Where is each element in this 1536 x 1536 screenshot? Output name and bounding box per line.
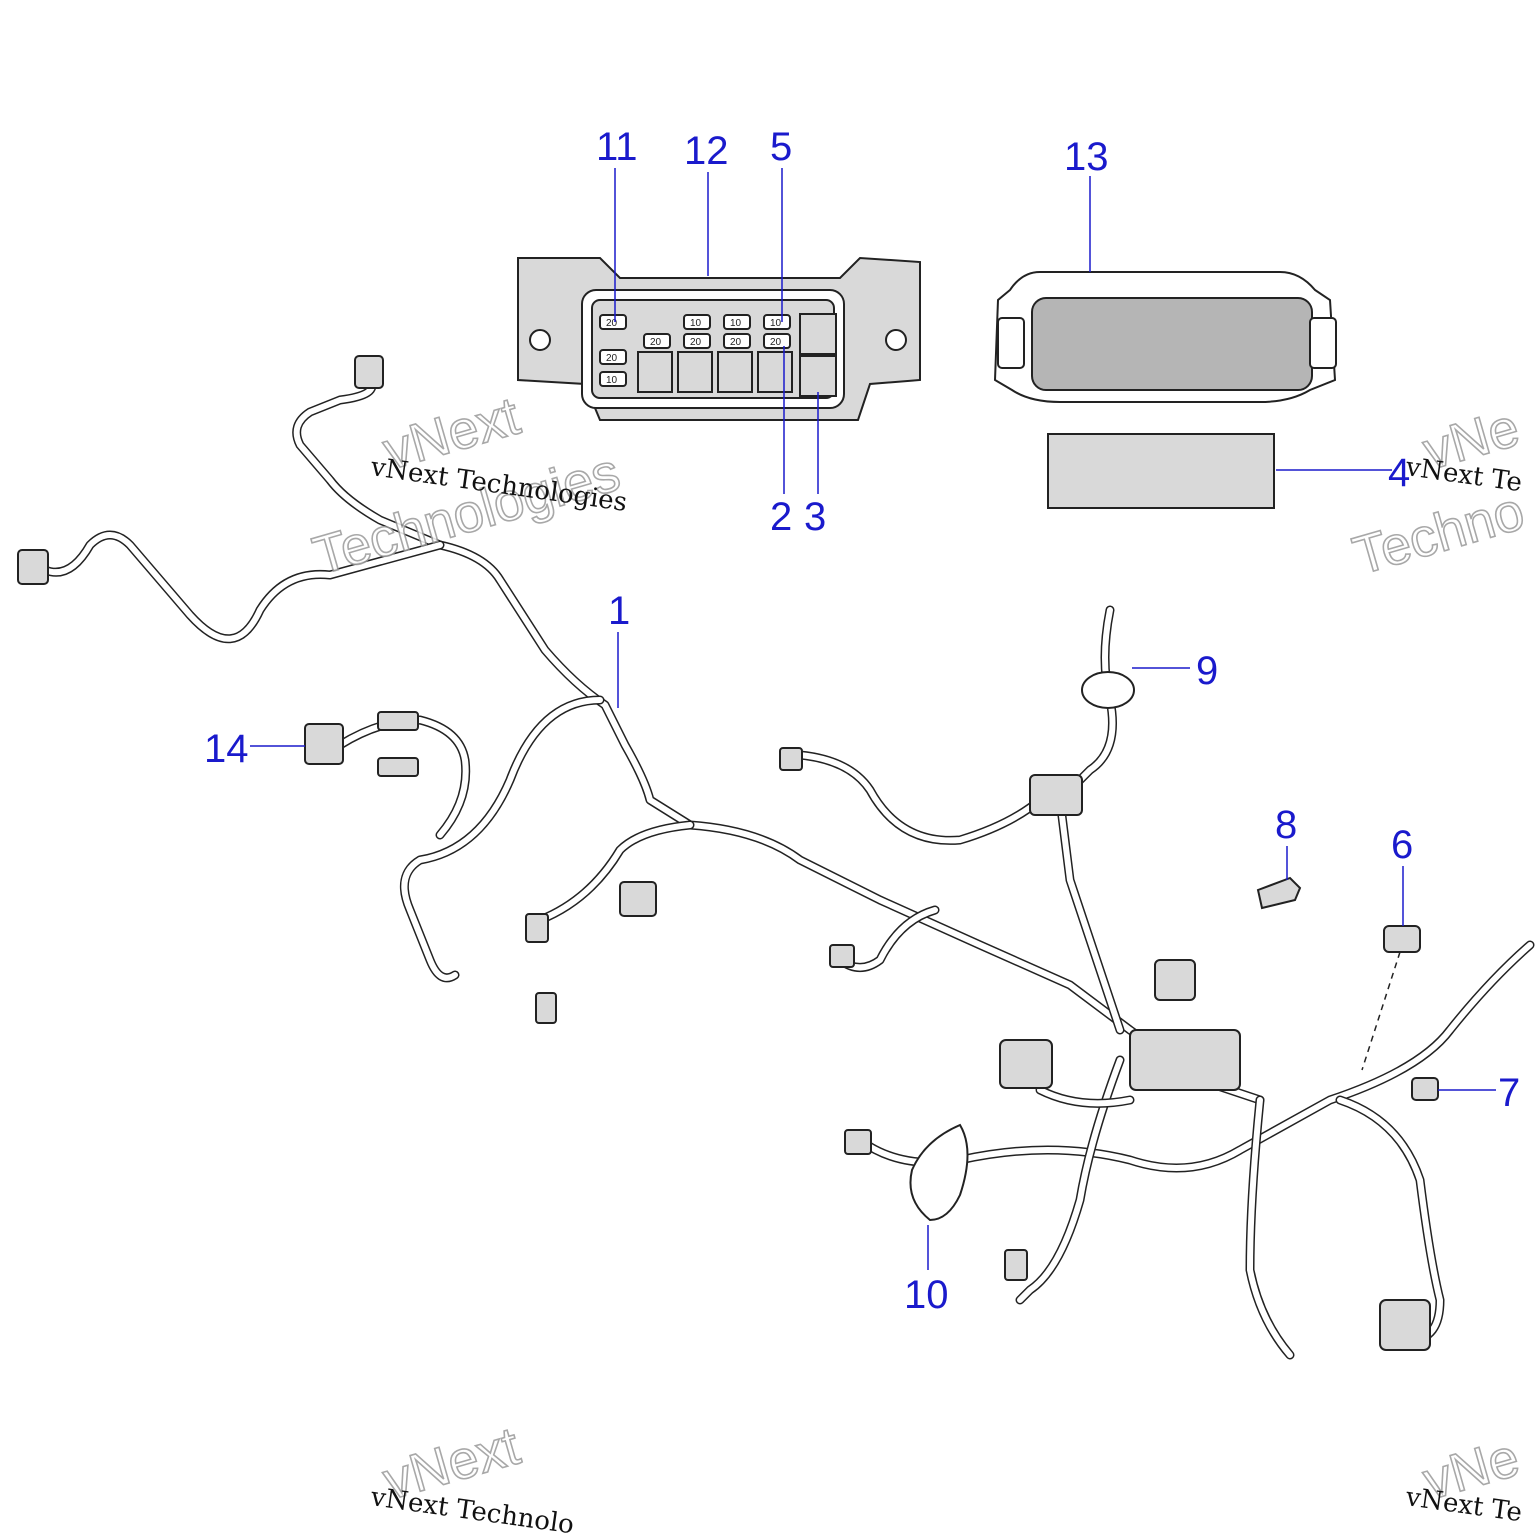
- watermark: vNext Technologies vNext Technologies vN…: [306, 385, 1532, 1536]
- fuse-label: 10: [730, 318, 742, 329]
- fuse-label: 10: [606, 375, 618, 386]
- callout-6: 6: [1391, 823, 1413, 867]
- relay-blocks: [637, 313, 837, 397]
- fuse-row-top: 20 10 10 10: [599, 314, 791, 330]
- fuse-label: 10: [770, 318, 782, 329]
- callout-11: 11: [596, 125, 638, 169]
- terminal-8: [1256, 876, 1302, 910]
- fuse-label: 20: [770, 337, 782, 348]
- callout-3: 3: [804, 495, 826, 539]
- fuse-label: 20: [690, 337, 702, 348]
- watermark-big-right-2: Techno: [1347, 481, 1531, 587]
- fuse-col-left: 20 10: [599, 349, 627, 387]
- fuse-label: 20: [606, 353, 618, 364]
- callout-12: 12: [684, 129, 729, 173]
- main-harness: [17, 355, 1535, 1360]
- watermark-small-bottom: vNext Technolo: [368, 1482, 576, 1536]
- callout-10: 10: [904, 1273, 949, 1317]
- callout-9: 9: [1196, 649, 1218, 693]
- fuse-box-cover: [993, 271, 1337, 403]
- callout-2: 2: [770, 495, 792, 539]
- fuse-label: 20: [730, 337, 742, 348]
- fuse-label-decal: [1047, 433, 1275, 509]
- cable-tie-10: [909, 1123, 969, 1222]
- callout-14: 14: [204, 727, 249, 771]
- relay-connector-14: [304, 723, 344, 765]
- fuse-label: 20: [650, 337, 662, 348]
- callout-8: 8: [1275, 803, 1297, 847]
- callout-labels: 11 12 5 13 2 3 4 1 9 14 8 6 7 10: [204, 125, 1520, 1317]
- cable-tie-9: [1081, 671, 1135, 709]
- leader-lines: [250, 168, 1496, 1270]
- watermark-big-2: Technologies: [307, 442, 627, 587]
- callout-1: 1: [608, 589, 630, 633]
- fuse-box: 20 10 10 10 20 20 20 20 20 10: [517, 256, 921, 421]
- callout-5: 5: [770, 125, 792, 169]
- callout-13: 13: [1064, 135, 1109, 179]
- callout-4: 4: [1388, 451, 1410, 495]
- connector-7: [1411, 1077, 1439, 1101]
- callout-7: 7: [1498, 1071, 1520, 1115]
- connector-6: [1361, 925, 1421, 1071]
- fuse-label: 20: [606, 318, 618, 329]
- fuse-label: 10: [690, 318, 702, 329]
- fuse-row-mid: 20 20 20 20: [643, 333, 791, 349]
